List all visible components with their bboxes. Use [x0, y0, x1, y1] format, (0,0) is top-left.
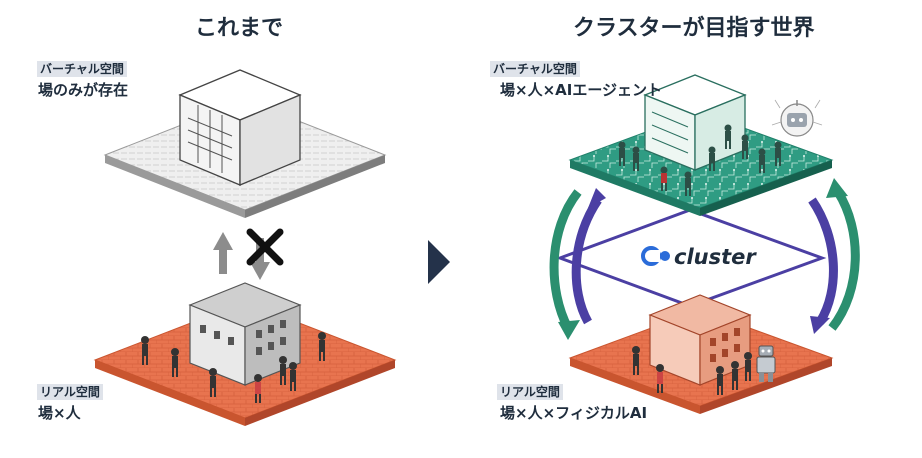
cross-mark-icon [246, 228, 284, 266]
right-virtual-building [643, 74, 747, 171]
left-title: これまで [195, 16, 284, 41]
left-real-caption: 場×人 [38, 404, 81, 422]
cluster-logo: cluster [641, 245, 757, 269]
left-virtual-building [178, 69, 302, 186]
cluster-brand-text: cluster [674, 245, 757, 269]
left-virtual-tag: バーチャル空間 [37, 61, 127, 77]
up-arrow-icon [213, 232, 233, 274]
green-cycle-arrows-icon [549, 189, 860, 331]
right-real-tag: リアル空間 [497, 384, 563, 400]
right-virtual-tag: バーチャル空間 [490, 61, 580, 77]
right-real-people [632, 346, 752, 395]
left-virtual-caption: 場のみが存在 [38, 81, 129, 99]
cluster-plane [555, 208, 827, 308]
left-people [141, 332, 326, 403]
right-title: クラスターが目指す世界 [573, 16, 815, 41]
next-arrow-icon [428, 240, 450, 284]
right-real-caption: 場×人×フィジカルAI [500, 404, 648, 422]
purple-cycle-arrows-icon [571, 197, 838, 325]
right-virtual-people [618, 124, 782, 196]
physical-ai-robot-icon [756, 345, 776, 382]
ai-agent-robot-icon [771, 99, 823, 137]
left-real-building [188, 282, 302, 386]
left-real-tag: リアル空間 [37, 384, 103, 400]
right-virtual-caption: 場×人×AIエージェント [500, 81, 663, 99]
